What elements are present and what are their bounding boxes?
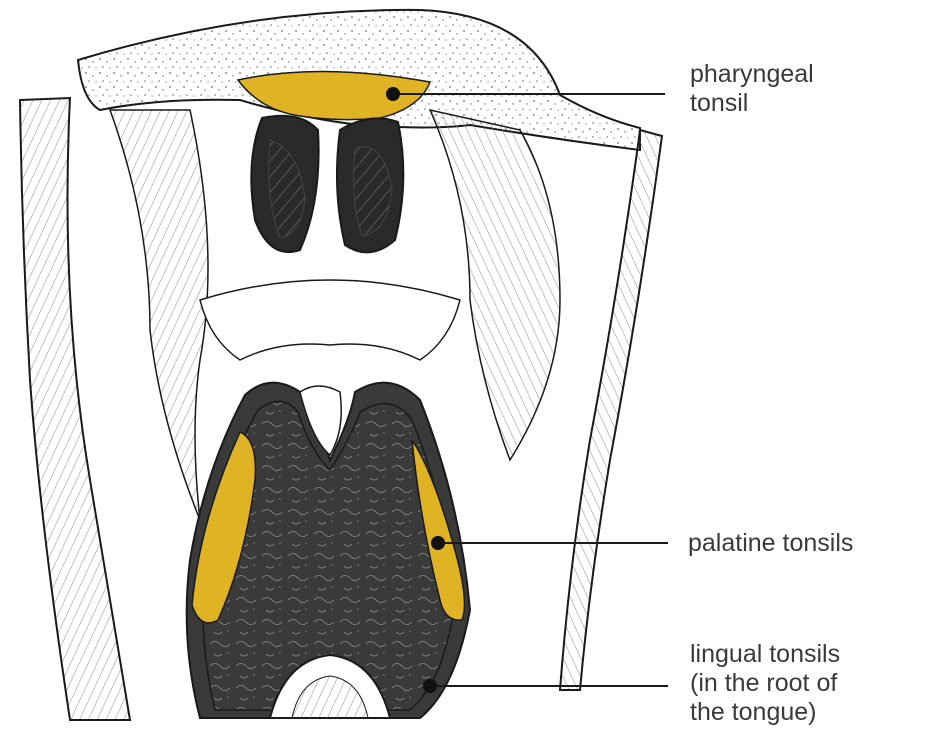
- lingual-tonsils-label: lingual tonsils (in the root of the tong…: [690, 640, 840, 727]
- lingual-tonsils-leader: [423, 679, 668, 693]
- lingual-tonsils-label-line3: the tongue): [690, 698, 840, 727]
- soft-palate: [200, 280, 460, 360]
- left-pharyngeal-wall: [20, 98, 130, 720]
- left-inner-fold: [110, 110, 208, 520]
- pharyngeal-tonsil-label: pharyngeal tonsil: [690, 60, 814, 118]
- pharyngeal-tonsil-label-line2: tonsil: [690, 89, 814, 118]
- right-pharyngeal-wall: [560, 130, 662, 690]
- right-inner-fold: [430, 110, 560, 460]
- lingual-tonsils-label-line2: (in the root of: [690, 669, 840, 698]
- palatine-tonsils-label-line1: palatine tonsils: [688, 529, 853, 558]
- palatine-tonsils-leader: [431, 536, 668, 550]
- palatine-tonsils-label: palatine tonsils: [688, 529, 853, 558]
- pharyngeal-tonsil-label-line1: pharyngeal: [690, 60, 814, 89]
- lingual-tonsils-label-line1: lingual tonsils: [690, 640, 840, 669]
